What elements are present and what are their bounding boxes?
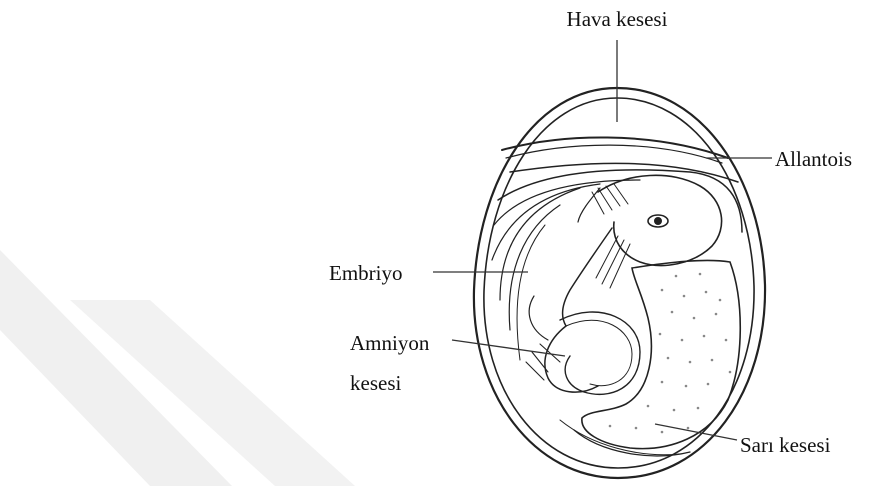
egg [474, 88, 765, 478]
label-embryo: Embriyo [329, 261, 403, 285]
yolk-stipple [609, 273, 732, 434]
leader-lines [433, 40, 772, 440]
label-amnion-line2: kesesi [350, 371, 401, 395]
label-amnion-line1: Amniyon [350, 331, 430, 355]
label-air-sac: Hava kesesi [567, 7, 668, 31]
yolk-sac [582, 260, 740, 448]
amnion-loop [560, 312, 640, 394]
label-yolk-sac: Sarı kesesi [740, 433, 831, 457]
embryo-body [545, 326, 598, 392]
watermark [0, 250, 355, 486]
leader-yolk-sac [655, 424, 737, 440]
label-allantois: Allantois [775, 147, 852, 171]
embryo-wing [563, 228, 612, 326]
